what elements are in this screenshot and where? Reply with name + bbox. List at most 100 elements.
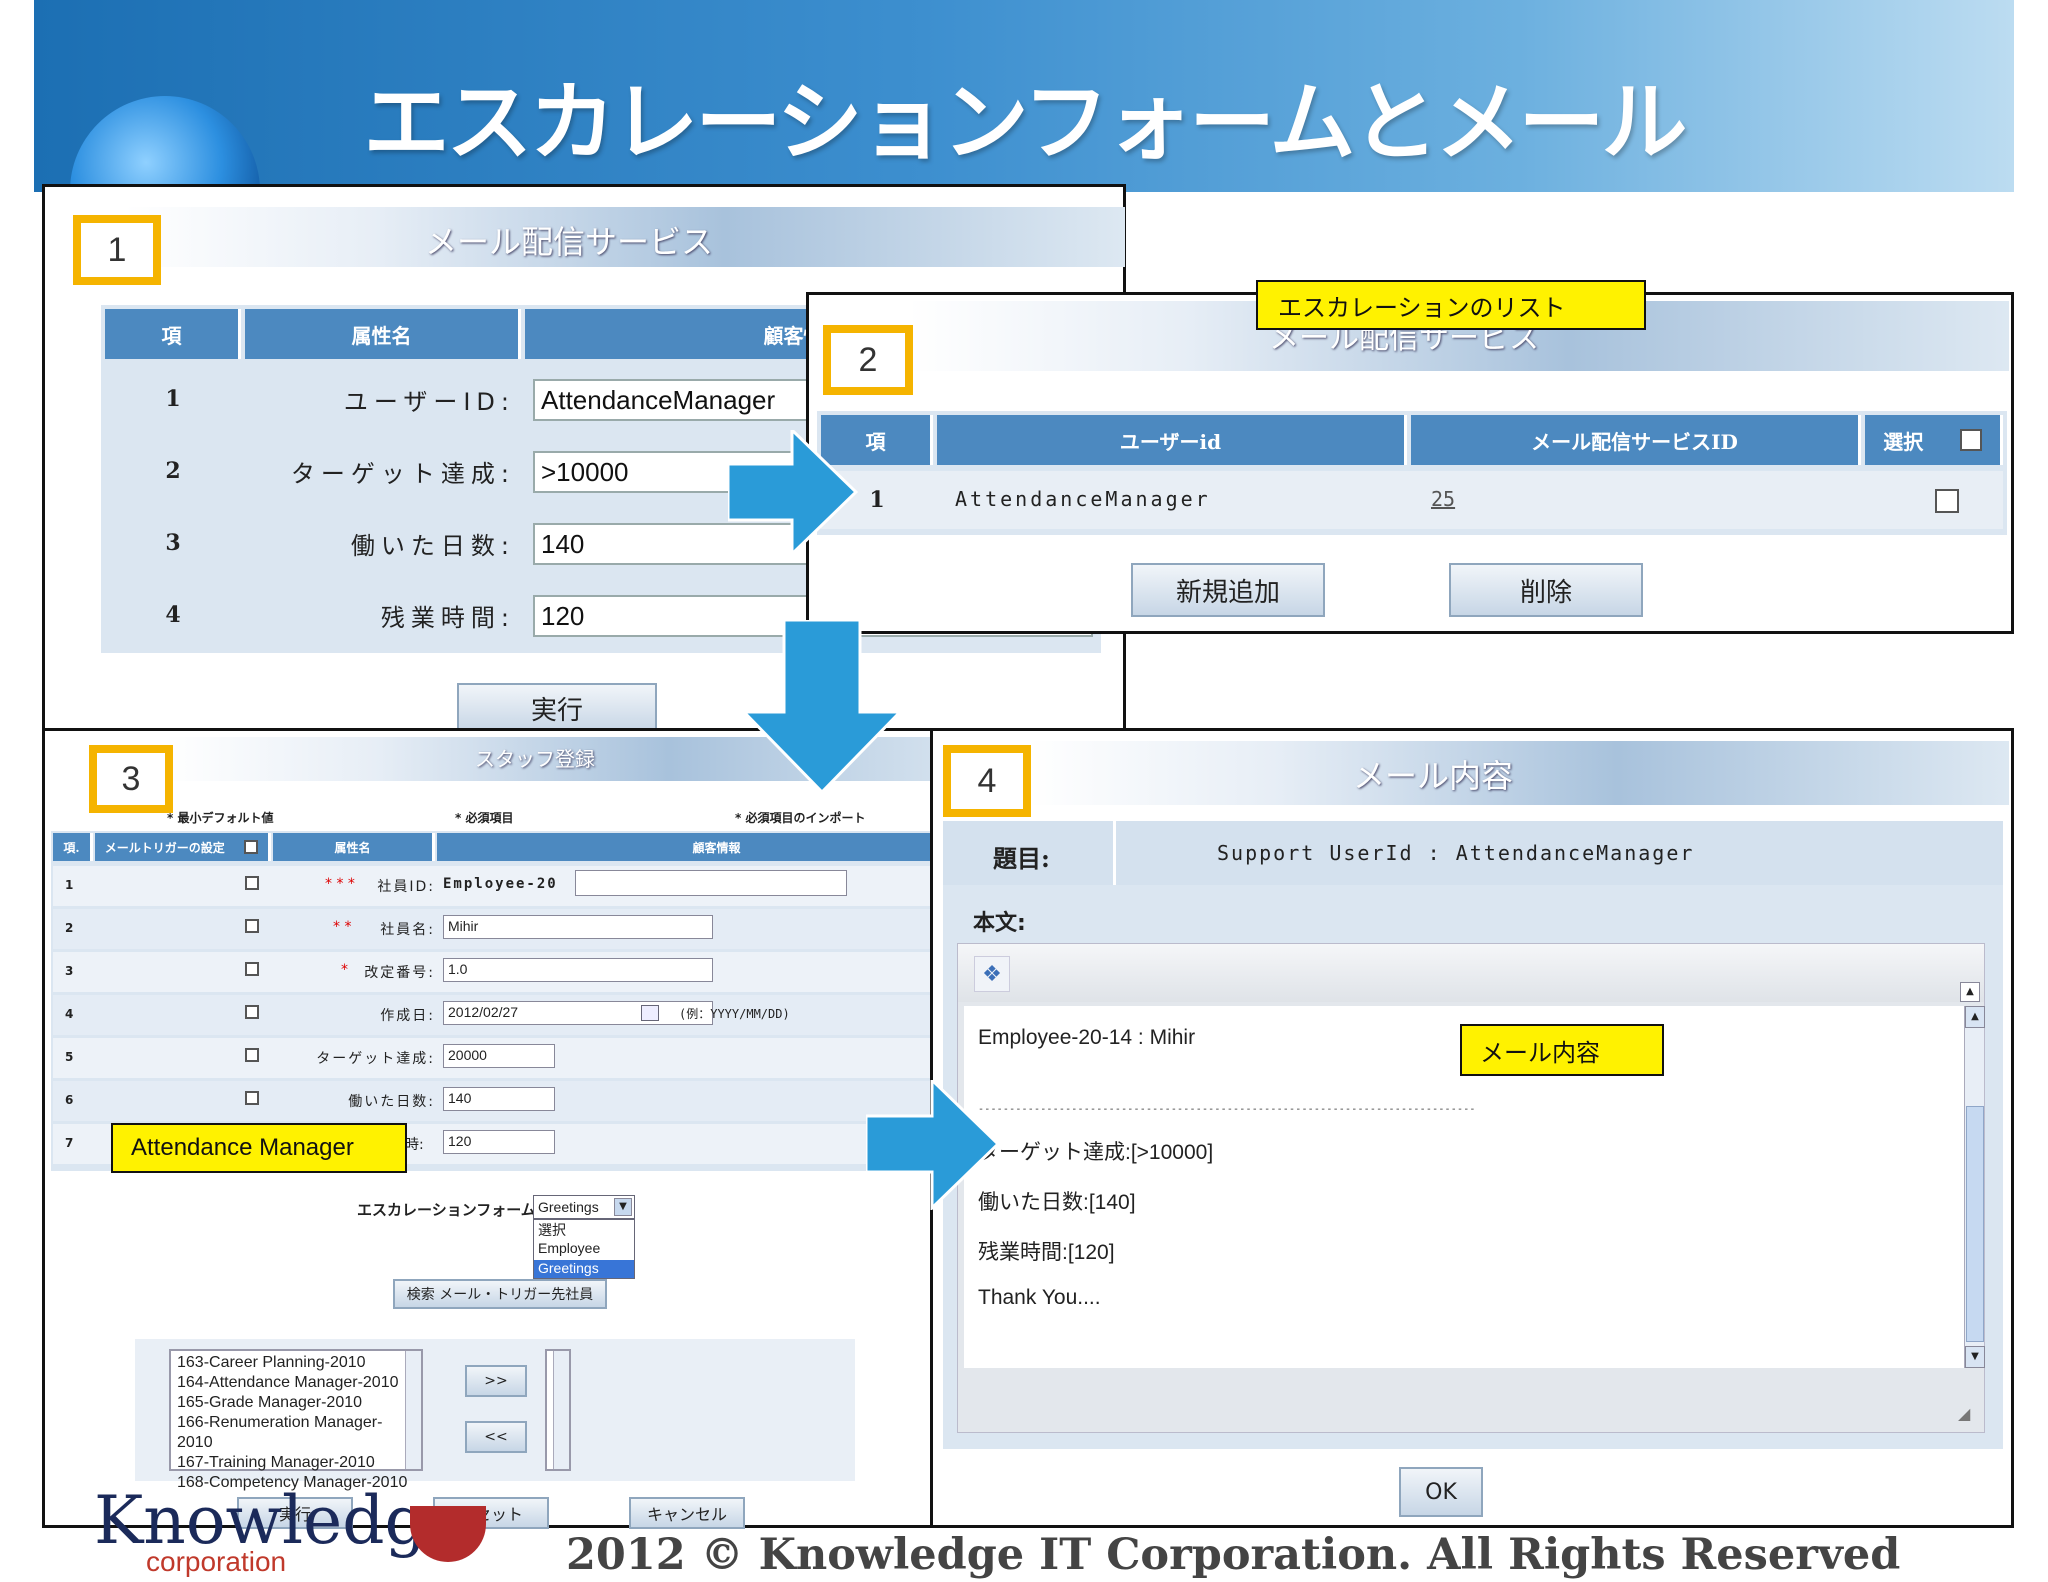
employee-id-input[interactable] <box>575 870 847 896</box>
ok-button[interactable]: OK <box>1399 1467 1483 1517</box>
scroll-thumb[interactable] <box>1966 1106 1984 1342</box>
row-number: 1 <box>65 878 74 892</box>
delete-button[interactable]: 削除 <box>1449 563 1643 617</box>
list-item[interactable]: 163-Career Planning-2010 <box>177 1354 366 1371</box>
selected-list-scrollbar[interactable] <box>553 1351 569 1469</box>
body-label: 本文: <box>973 911 1026 936</box>
arrow-down-icon <box>742 620 902 794</box>
panel-title: メール内容 <box>1353 757 1514 795</box>
staff-field-input[interactable]: 120 <box>443 1130 555 1154</box>
body-line: 働いた日数:[140] <box>978 1191 1136 1214</box>
globe-logo-icon <box>70 96 260 192</box>
panel-header <box>1029 741 2009 805</box>
legend-required: * 必須項目 <box>455 811 514 825</box>
trigger-all-checkbox[interactable] <box>244 840 259 854</box>
legend-required-import: * 必須項目のインポート <box>735 811 866 825</box>
panel-title: メール配信サービス <box>425 223 714 261</box>
chevron-down-icon[interactable]: ▼ <box>614 1198 632 1216</box>
list-item[interactable]: 164-Attendance Manager-2010 <box>177 1374 399 1391</box>
editor-tool-icon[interactable]: ❖ <box>974 956 1010 992</box>
option-employee[interactable]: Employee <box>538 1240 601 1256</box>
staff-field-input[interactable]: 1.0 <box>443 958 713 982</box>
col-header-index: 項 <box>105 309 241 359</box>
row-number: 2 <box>165 458 181 484</box>
row-number: 7 <box>65 1136 74 1150</box>
panel-header <box>125 207 1125 267</box>
list-item[interactable]: 168-Competency Manager-2010 <box>177 1474 408 1491</box>
col-header-user-id: ユーザーid <box>937 415 1407 465</box>
add-new-button[interactable]: 新規追加 <box>1131 563 1325 617</box>
row-label: 働いた日数: <box>350 531 515 560</box>
required-marker: * <box>341 962 348 978</box>
row-number: 3 <box>165 530 181 556</box>
available-list-scrollbar[interactable] <box>405 1351 421 1469</box>
select-label: 選択 <box>1883 429 1924 454</box>
table-row[interactable]: 1 AttendanceManager 25 <box>821 471 2003 529</box>
mail-trigger-checkbox[interactable] <box>245 1091 259 1105</box>
toolbar-scroll-up-icon[interactable]: ▲ <box>1960 982 1980 1002</box>
scroll-up-icon[interactable]: ▲ <box>1965 1006 1985 1028</box>
mail-trigger-checkbox[interactable] <box>245 1005 259 1019</box>
row-number: 4 <box>65 1007 74 1021</box>
row-label: 社員名: <box>380 922 435 938</box>
list-item[interactable]: 165-Grade Manager-2010 <box>177 1394 363 1411</box>
select-all-checkbox[interactable] <box>1959 429 1982 451</box>
option-greetings[interactable]: Greetings <box>534 1260 634 1278</box>
mail-trigger-checkbox[interactable] <box>245 919 259 933</box>
col-header-attribute: 属性名 <box>245 309 521 359</box>
footer-logo: Knowledge corporation <box>70 1482 510 1582</box>
step-number: 4 <box>943 745 1031 817</box>
slide-title: エスカレーションフォームとメール <box>363 73 1687 173</box>
logo-subtext: corporation <box>146 1546 287 1577</box>
body-line: Thank You.... <box>978 1286 1101 1309</box>
row-user-id: AttendanceManager <box>955 487 1211 511</box>
arrow-right-icon <box>866 1080 1000 1210</box>
row-label: 社員ID: <box>377 879 435 895</box>
escalation-form-select[interactable]: Greetings ▼ <box>533 1195 635 1219</box>
mail-trigger-checkbox[interactable] <box>245 1048 259 1062</box>
staff-field-input[interactable]: 140 <box>443 1087 555 1111</box>
employee-id-prefix: Employee-20 <box>443 876 558 892</box>
date-format-hint: (例：YYYY/MM/DD) <box>679 1007 790 1021</box>
step-number: 3 <box>89 745 173 813</box>
run-button[interactable]: 実行 <box>457 683 657 733</box>
editor-toolbar <box>958 944 1984 1002</box>
option-select[interactable]: 選択 <box>538 1222 566 1238</box>
list-item[interactable]: 166-Renumeration Manager-2010 <box>177 1414 383 1451</box>
attendance-manager-callout: Attendance Manager <box>111 1123 407 1173</box>
copyright-footer: 2012 © Knowledge IT Corporation. All Rig… <box>566 1530 1901 1580</box>
row-number: 1 <box>165 386 181 412</box>
service-id-link[interactable]: 25 <box>1431 487 1456 511</box>
editor-scrollbar[interactable]: ▲ ▼ <box>1964 1006 1985 1368</box>
panel-staff-registration: スタッフ登録 3 * 最小デフォルト値 * 必須項目 * 必須項目のインポート … <box>42 728 1014 1529</box>
row-number: 6 <box>65 1093 74 1107</box>
staff-field-input[interactable]: 20000 <box>443 1044 555 1068</box>
resize-handle-icon[interactable]: ◢ <box>1958 1404 1971 1423</box>
col-header-index: 項. <box>53 833 93 861</box>
mail-trigger-label: メールトリガーの設定 <box>104 840 225 855</box>
cancel-button[interactable]: キャンセル <box>629 1497 745 1529</box>
available-list[interactable]: 163-Career Planning-2010 164-Attendance … <box>169 1349 423 1491</box>
calendar-icon[interactable] <box>641 1005 659 1021</box>
required-marker: * * <box>333 919 352 935</box>
subject-value: Support UserId : AttendanceManager <box>1217 841 1695 865</box>
move-left-button[interactable]: << <box>465 1421 527 1453</box>
escalation-table: 項 ユーザーid メール配信サービスID 選択 1 AttendanceMana… <box>817 411 2007 535</box>
staff-field-input[interactable]: Mihir <box>443 915 713 939</box>
list-item[interactable]: 167-Training Manager-2010 <box>177 1454 375 1471</box>
subject-divider <box>1113 821 1116 885</box>
run-button[interactable]: 実行 <box>237 1497 353 1529</box>
staff-field-input[interactable]: 2012/02/27 <box>443 1001 713 1025</box>
arrow-right-icon <box>728 430 858 554</box>
rich-text-editor[interactable]: ❖ ▲ Employee-20-14 : Mihir -------------… <box>957 943 1985 1433</box>
mail-trigger-checkbox[interactable] <box>245 962 259 976</box>
scroll-down-icon[interactable]: ▼ <box>1965 1346 1985 1368</box>
search-trigger-button[interactable]: 検索 メール・トリガー先社員 <box>393 1279 607 1309</box>
mail-trigger-checkbox[interactable] <box>245 876 259 890</box>
row-checkbox[interactable] <box>1935 489 1959 513</box>
row-label: 働いた日数: <box>348 1094 435 1110</box>
subject-label: 題目: <box>993 844 1050 873</box>
move-right-button[interactable]: >> <box>465 1365 527 1397</box>
panel-title: スタッフ登録 <box>475 747 595 771</box>
step-number: 1 <box>73 215 161 285</box>
